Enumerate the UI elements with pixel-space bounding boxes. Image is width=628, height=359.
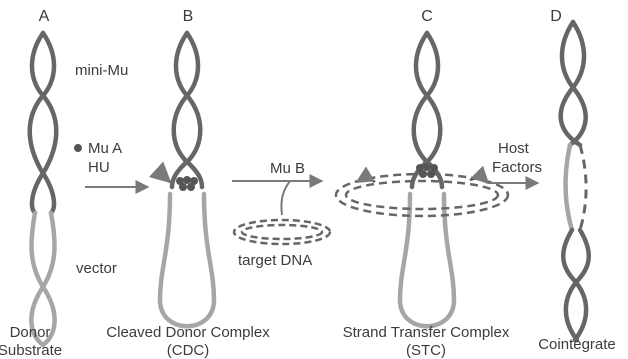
caption-c-line2: (STC) bbox=[406, 342, 446, 359]
panel-label-a: A bbox=[39, 8, 50, 25]
caption-a-line1: Donor bbox=[10, 324, 51, 341]
cointegrate-molecule bbox=[561, 22, 589, 340]
caption-d: Cointegrate bbox=[538, 336, 616, 353]
cleavage-arrow bbox=[158, 171, 170, 182]
target-dna-label: target DNA bbox=[238, 252, 312, 269]
mu-a-transpososome bbox=[176, 176, 198, 191]
caption-a-line2: Substrate bbox=[0, 342, 62, 359]
factors-label: Factors bbox=[492, 159, 542, 176]
caption-c-line1: Strand Transfer Complex bbox=[343, 324, 510, 341]
target-capture-line bbox=[281, 181, 290, 215]
panel-label-b: B bbox=[183, 8, 194, 25]
strand-transfer-complex bbox=[336, 33, 508, 326]
strand-transfer-arrow-right bbox=[470, 179, 488, 183]
free-target-dna bbox=[234, 220, 330, 244]
vector-label: vector bbox=[76, 260, 117, 277]
strand-transfer-arrow-left bbox=[357, 179, 375, 182]
caption-b-line1: Cleaved Donor Complex bbox=[106, 324, 270, 341]
mu-a-label: Mu A bbox=[88, 140, 122, 157]
caption-b-line2: (CDC) bbox=[167, 342, 210, 359]
mini-mu-label: mini-Mu bbox=[75, 62, 128, 79]
panel-label-c: C bbox=[421, 8, 433, 25]
mu-a-bullet-icon bbox=[74, 144, 82, 152]
donor-substrate-molecule bbox=[30, 33, 57, 345]
panel-label-d: D bbox=[550, 8, 562, 25]
cleaved-donor-complex bbox=[158, 33, 214, 326]
mu-a-transpososome-c bbox=[416, 163, 438, 178]
hu-label: HU bbox=[88, 159, 110, 176]
newly-synthesized-strand bbox=[580, 145, 586, 230]
host-label: Host bbox=[498, 140, 530, 157]
mu-b-label: Mu B bbox=[270, 160, 305, 177]
